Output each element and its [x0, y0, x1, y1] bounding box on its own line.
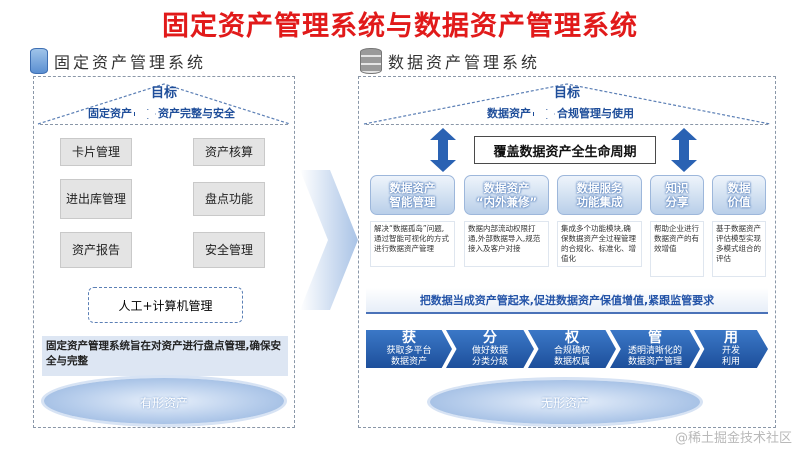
step-text-1: 开发 [721, 345, 740, 356]
double-arrow-right-icon [671, 128, 697, 172]
step-text-1: 合规确权 [553, 345, 590, 356]
step-text-2: 数据资产 [390, 356, 427, 367]
left-description: 固定资产管理系统旨在对资产进行盘点管理,确保安全与完整 [42, 336, 288, 376]
step-char: 用 [724, 329, 738, 346]
column-head-line1: 数据资产 [389, 181, 436, 195]
left-goal-label: 目标 [150, 86, 177, 101]
intangible-asset-base [430, 380, 700, 424]
right-goal-to: 合规管理与使用 [557, 107, 634, 120]
box-inventory-in-out: 进出库管理 [60, 179, 132, 219]
column-head-inside-outside: 数据资产 “内外兼修” [464, 175, 549, 215]
right-heading-text: 数据资产管理系统 [388, 53, 541, 72]
step-char: 管 [648, 329, 662, 346]
box-security-management: 安全管理 [193, 232, 265, 268]
left-heading-text: 固定资产管理系统 [54, 53, 207, 72]
column-head-line1: 数据 [727, 181, 751, 195]
column-head-line2: 分享 [665, 195, 689, 209]
right-arrow-icon [134, 109, 156, 119]
left-panel [33, 76, 295, 428]
right-heading: 数据资产管理系统 [360, 48, 540, 74]
column-head-line1: 数据服务 [576, 181, 623, 195]
step-manage: 管 透明清晰化的 数据资产管理 [610, 330, 700, 368]
transition-arrow-icon [300, 170, 358, 310]
lifecycle-coverage-box: 覆盖数据资产全生命周期 [474, 136, 656, 164]
step-text-1: 透明清晰化的 [627, 345, 682, 356]
column-desc-data-value: 基于数据资产评估模型实现多模式组合的评估 [712, 221, 766, 277]
step-text-1: 获取多平台 [386, 345, 432, 356]
left-goal-line: 固定资产 资产完整与安全 [88, 105, 235, 121]
step-classify: 分 做好数据 分类分级 [446, 330, 534, 368]
cylinder-icon [30, 48, 48, 74]
step-char: 分 [483, 329, 497, 346]
left-goal-to: 资产完整与安全 [158, 107, 235, 120]
intangible-asset-label: 无形资产 [540, 396, 589, 410]
right-roof-divider [366, 124, 768, 125]
tangible-asset-label: 有形资产 [139, 396, 188, 410]
right-goal-line: 数据资产 合规管理与使用 [487, 105, 634, 121]
left-goal-from: 固定资产 [88, 107, 132, 120]
step-rights: 权 合规确权 数据权属 [528, 330, 616, 368]
step-text-2: 数据权属 [553, 356, 590, 367]
column-head-line1: 数据资产 [483, 181, 530, 195]
slogan-bar: 把数据当成资产管起来,促进数据资产保值增值,紧跟监管要求 [366, 288, 768, 314]
column-desc-inside-outside: 数据内部流动权限打通,外部数据导入,规范接入及客户对接 [464, 221, 549, 267]
column-head-smart-management: 数据资产 智能管理 [370, 175, 455, 215]
box-card-management: 卡片管理 [60, 138, 132, 166]
double-arrow-left-icon [430, 128, 456, 172]
step-text-2: 分类分级 [471, 356, 508, 367]
step-text-1: 做好数据 [471, 345, 508, 356]
column-head-line2: “内外兼修” [475, 195, 538, 209]
column-head-line1: 知识 [665, 181, 689, 195]
step-text-2: 数据资产管理 [627, 356, 682, 367]
page-title: 固定资产管理系统与数据资产管理系统 [162, 11, 638, 42]
column-desc-smart-management: 解决“数据孤岛”问题,通过智能可视化的方式进行数据资产管理 [370, 221, 455, 267]
column-head-data-value: 数据 价值 [712, 175, 766, 215]
database-icon [360, 48, 382, 74]
column-head-function-integration: 数据服务 功能集成 [557, 175, 642, 215]
right-goal-from: 数据资产 [487, 107, 531, 120]
right-goal-label: 目标 [553, 86, 580, 101]
column-head-line2: 功能集成 [576, 195, 623, 209]
right-panel [358, 76, 776, 428]
tangible-asset-base [44, 378, 284, 424]
step-char: 权 [565, 329, 579, 346]
management-mode-box: 人工+计算机管理 [88, 287, 243, 323]
step-use: 用 开发 利用 [694, 330, 768, 368]
right-roof [363, 83, 771, 125]
left-roof-divider [40, 124, 288, 125]
right-arrow-icon [533, 109, 555, 119]
column-head-knowledge-sharing: 知识 分享 [650, 175, 704, 215]
box-stocktaking: 盘点功能 [193, 182, 265, 216]
column-head-line2: 价值 [727, 195, 751, 209]
box-asset-accounting: 资产核算 [193, 138, 265, 166]
column-desc-knowledge-sharing: 帮助企业进行数据资产的有效增值 [650, 221, 704, 277]
step-char: 获 [402, 329, 416, 346]
step-acquire: 获 获取多平台 数据资产 [366, 330, 452, 368]
left-heading: 固定资产管理系统 [30, 48, 206, 74]
box-asset-report: 资产报告 [60, 232, 132, 268]
column-head-line2: 智能管理 [389, 195, 436, 209]
watermark: @稀土掘金技术社区 [674, 431, 792, 446]
column-desc-function-integration: 集成多个功能模块,确保数据资产全过程管理的合规化、标准化、增值化 [557, 221, 642, 267]
left-roof [37, 83, 291, 125]
step-text-2: 利用 [721, 356, 740, 367]
